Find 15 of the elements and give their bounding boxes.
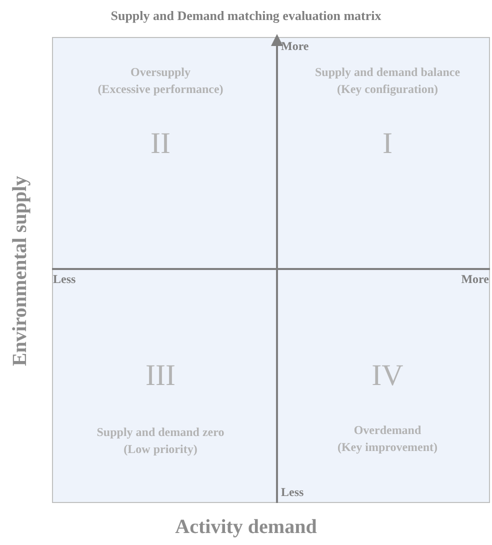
quadrant-numeral: I [382, 128, 394, 160]
axis-label: More [281, 39, 309, 53]
chart-title: Supply and Demand matching evaluation matrix [110, 8, 382, 24]
axis-label: More [461, 272, 489, 286]
quadrant-numeral: III [144, 360, 176, 392]
axis-title: Activity demand [174, 516, 318, 538]
quadrant-label: Overdemand (Key improvement) [336, 422, 439, 456]
quadrant-label: Supply and demand zero (Low priority) [96, 424, 226, 458]
axis-title: Environmental supply [9, 174, 31, 368]
quadrant-numeral: II [150, 128, 172, 160]
quadrant-numeral: IV [370, 360, 404, 392]
quadrant-label: Oversupply (Excessive performance) [96, 64, 224, 98]
quadrant-label: Supply and demand balance (Key configuration) [314, 64, 462, 98]
axis-label: Less [281, 485, 304, 499]
axis-label: Less [53, 272, 76, 286]
